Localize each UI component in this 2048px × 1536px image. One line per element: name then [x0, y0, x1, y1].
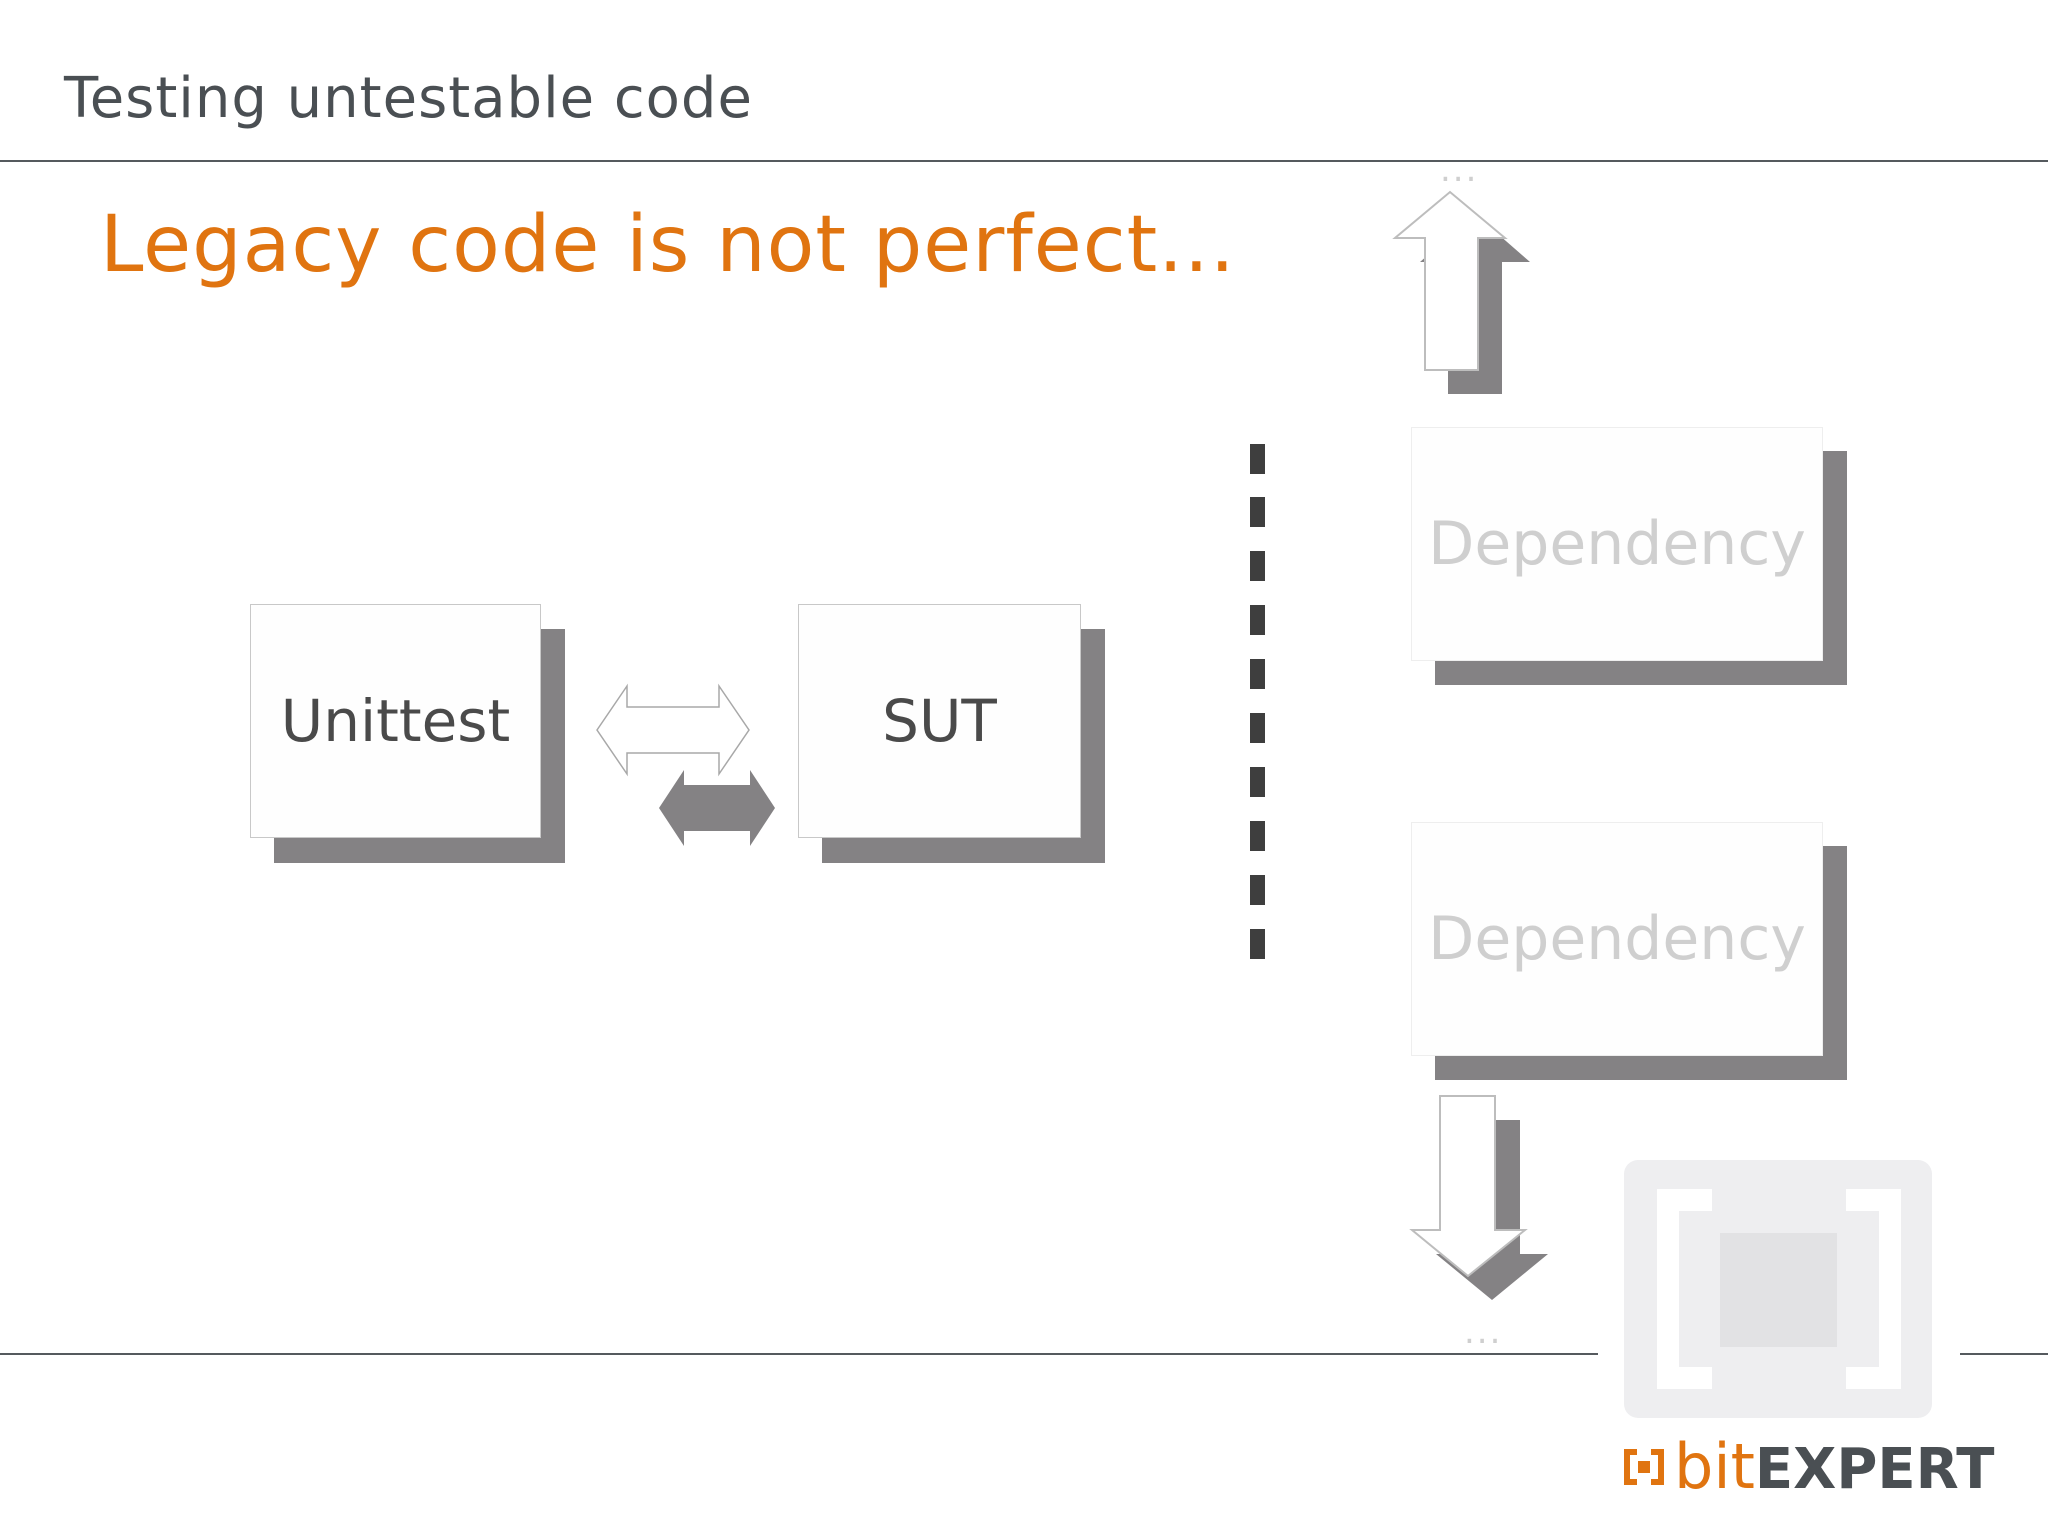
logo-word-bit: bit [1674, 1430, 1755, 1503]
slide-headline: Legacy code is not perfect... [100, 200, 1236, 290]
logo-wordmark: bitEXPERT [1626, 1430, 1994, 1503]
logo-word-expert: EXPERT [1754, 1437, 1995, 1502]
logo-small-icon [1624, 1449, 1664, 1485]
ellipsis-bottom: ... [1464, 1312, 1503, 1352]
double-arrow [596, 683, 775, 846]
dependency-2-box: Dependency [1411, 822, 1823, 1056]
sut-box: SUT [798, 604, 1081, 838]
unittest-label: Unittest [280, 687, 511, 755]
sut-label: SUT [882, 687, 997, 755]
top-divider [0, 160, 2048, 162]
unittest-box: Unittest [250, 604, 541, 838]
dependency-1-label: Dependency [1428, 509, 1806, 579]
up-arrow [1392, 190, 1530, 394]
ellipsis-top: ... [1440, 150, 1479, 190]
logo-mark [1624, 1160, 1932, 1418]
dependency-1-box: Dependency [1411, 427, 1823, 661]
slide-title: Testing untestable code [64, 66, 753, 131]
dependency-2-label: Dependency [1428, 904, 1806, 974]
down-arrow [1409, 1095, 1548, 1300]
bottom-divider-left [0, 1353, 1598, 1355]
bottom-divider-right [1960, 1353, 2048, 1355]
